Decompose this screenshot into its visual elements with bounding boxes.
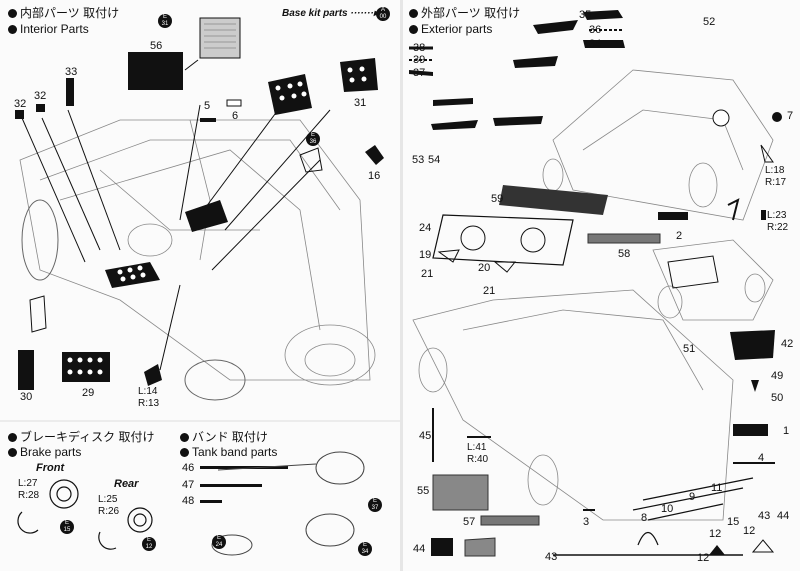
part-number: 15 xyxy=(727,516,740,528)
bullet-icon xyxy=(409,9,418,18)
part-number: 32 xyxy=(14,98,27,110)
part-number: 58 xyxy=(618,248,631,260)
part-number: 10 xyxy=(661,503,674,515)
part-number: 2 xyxy=(676,230,683,242)
lr-note: L:41 R:40 xyxy=(467,442,489,465)
interior-car-drawing xyxy=(0,17,400,556)
part-number: 12 xyxy=(709,528,722,540)
interior-panel: 内部パーツ 取付け Interior Parts Base kit parts … xyxy=(0,6,400,556)
base-kit-label: Base kit parts ·······▸ xyxy=(282,8,379,19)
part-number: 36 xyxy=(589,24,602,36)
bullet-icon xyxy=(8,448,17,457)
part-number: 7 xyxy=(787,110,794,122)
part-number: 44 xyxy=(413,543,426,555)
part-number: 12 xyxy=(743,525,756,537)
part-number: 43 xyxy=(545,551,558,563)
part-number: 34 xyxy=(589,38,602,50)
rear-label: Rear xyxy=(114,478,139,490)
bullet-icon xyxy=(409,25,418,34)
part-number: 35 xyxy=(579,9,592,21)
part-number: 16 xyxy=(368,170,381,182)
part-number: 24 xyxy=(419,222,432,234)
lr-note: L:14 R:13 xyxy=(138,386,160,409)
part-number: 8 xyxy=(641,512,648,524)
part-number: 37 xyxy=(413,67,426,79)
lr-note: L:18 R:17 xyxy=(765,165,787,188)
part-number: 31 xyxy=(354,97,367,109)
panel-divider xyxy=(400,0,403,571)
part-number: 47 xyxy=(182,479,195,491)
part-number: 29 xyxy=(82,387,95,399)
bullet-icon xyxy=(8,433,17,442)
bullet-icon xyxy=(180,433,189,442)
part-number: 46 xyxy=(182,462,195,474)
part-number: 43 xyxy=(758,510,771,522)
part-number: 48 xyxy=(182,495,195,507)
brake-title-jp: ブレーキディスク 取付け xyxy=(8,430,155,444)
part-number: 56 xyxy=(150,40,163,52)
part-number: 9 xyxy=(689,491,696,503)
tank-title-en: Tank band parts xyxy=(180,445,277,459)
part-number: 12 xyxy=(697,552,710,564)
interior-title-en: Interior Parts xyxy=(8,22,89,36)
part-number: 39 xyxy=(413,54,426,66)
part-number: 51 xyxy=(683,343,696,355)
exterior-panel: 外部パーツ 取付け Exterior parts xyxy=(403,0,800,571)
part-number: 54 xyxy=(428,154,441,166)
part-number: 45 xyxy=(419,430,432,442)
part-number: 55 xyxy=(417,485,430,497)
part-number: 19 xyxy=(419,249,432,261)
part-number: 50 xyxy=(771,392,784,404)
part-number: 11 xyxy=(711,482,723,494)
lr-note: L:27 R:28 xyxy=(18,478,40,501)
lr-note: L:23 R:22 xyxy=(767,210,789,233)
interior-title-jp: 内部パーツ 取付け xyxy=(8,6,119,20)
exterior-title-en: Exterior parts xyxy=(409,22,492,36)
part-number: 20 xyxy=(478,262,491,274)
part-number: 38 xyxy=(413,42,426,54)
exterior-car-drawing xyxy=(409,10,782,557)
part-number: 49 xyxy=(771,370,784,382)
bullet-icon xyxy=(8,25,17,34)
part-number: 32 xyxy=(34,90,47,102)
part-number: 3 xyxy=(583,516,590,528)
part-number: 33 xyxy=(65,66,78,78)
part-number: 21 xyxy=(483,285,496,297)
part-number: 6 xyxy=(232,110,239,122)
part-number: 30 xyxy=(20,391,33,403)
bullet-icon xyxy=(8,9,17,18)
part-number: 57 xyxy=(463,516,476,528)
part-number: 5 xyxy=(204,100,211,112)
part-number: 53 xyxy=(412,154,425,166)
exterior-title-jp: 外部パーツ 取付け xyxy=(409,6,520,20)
part-number: 1 xyxy=(783,425,790,437)
brake-title-en: Brake parts xyxy=(8,445,81,459)
bullet-icon xyxy=(180,448,189,457)
part-number: 44 xyxy=(777,510,790,522)
part-number: 59 xyxy=(491,193,504,205)
part-number: 52 xyxy=(703,16,716,28)
lr-note: L:25 R:26 xyxy=(98,494,120,517)
part-number: 4 xyxy=(758,452,765,464)
front-label: Front xyxy=(36,462,65,474)
part-number: 21 xyxy=(421,268,434,280)
tank-title-jp: バンド 取付け xyxy=(180,430,268,444)
part-number: 42 xyxy=(781,338,794,350)
